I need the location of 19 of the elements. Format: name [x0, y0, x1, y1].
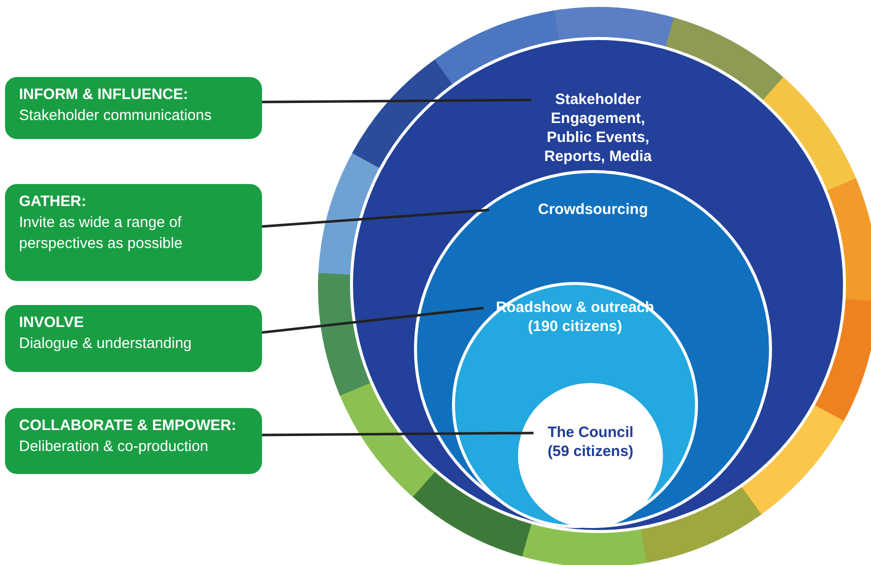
label-box — [5, 408, 262, 474]
leader-line — [262, 306, 484, 334]
leader-line — [262, 432, 534, 436]
description-text: Stakeholder communications — [19, 106, 213, 126]
circle-label: Stakeholder Engagement, Public Events, Reports, Media — [543, 90, 653, 166]
label-box — [5, 305, 262, 372]
description-text: Deliberation & co-production — [19, 437, 210, 457]
label-box — [5, 184, 262, 281]
label-box — [5, 77, 262, 139]
heading-text: GATHER: — [19, 192, 88, 211]
circle-label: Crowdsourcing — [536, 200, 649, 219]
heading-text: COLLABORATE & EMPOWER: — [19, 416, 238, 435]
heading-text: INFORM & INFLUENCE: — [19, 85, 190, 104]
circle-label: The Council (59 citizens) — [546, 423, 634, 461]
heading-text: INVOLVE — [19, 313, 85, 332]
description-text: Dialogue & understanding — [19, 334, 193, 354]
description-text: Invite as wide a range of perspectives as possible — [19, 213, 184, 254]
leader-line — [262, 208, 490, 228]
leader-line — [262, 98, 532, 104]
